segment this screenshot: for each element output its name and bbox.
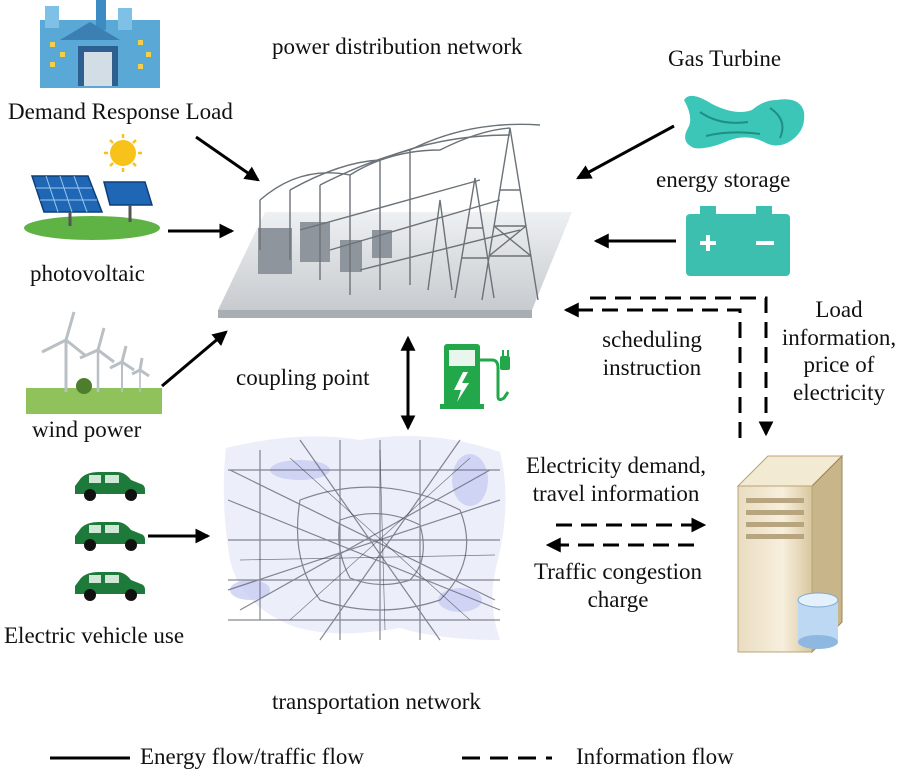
battery-icon [686,206,790,276]
scheduling-instruction-label: scheduling instruction [572,326,732,381]
load-information-label: Load information, price of electricity [766,296,912,406]
arrow-scheduling-instruction [563,302,742,438]
transportation-network-label: transportation network [272,689,481,714]
photovoltaic-label: photovoltaic [30,261,145,286]
server-icon [736,454,844,654]
ev-charger-icon [440,344,510,409]
power-grid-icon [218,123,572,318]
legend-solid-label: Energy flow/traffic flow [140,744,364,769]
congestion-charge-label: Traffic congestion charge [506,558,730,613]
energy-storage-label: energy storage [656,167,791,192]
power-distribution-network-label: power distribution network [272,34,523,59]
legend-dashed-label: Information flow [576,744,734,769]
coupling-point-label: coupling point [236,365,370,390]
wind-power-label: wind power [32,417,142,442]
solar-panel-icon [24,175,160,240]
gas-turbine-label: Gas Turbine [668,46,782,71]
gas-turbine-icon [684,95,805,149]
load-information-line4: electricity [793,379,885,405]
demand-response-load-label: Demand Response Load [8,99,233,124]
factory-icon [40,0,160,88]
sun-icon [104,134,142,172]
scheduling-instruction-line2: instruction [602,354,702,380]
scheduling-instruction-line1: scheduling [602,327,702,352]
congestion-charge-line2: charge [587,586,649,612]
arrow-load-information [590,296,774,437]
load-information-line1: Load [815,297,863,322]
load-information-line3: price of [803,352,875,378]
wind-turbine-icon [26,311,162,414]
electricity-demand-label: Electricity demand, travel information [496,452,736,507]
load-information-line2: information, [781,324,897,350]
electricity-demand-line2: travel information [532,480,700,506]
arrow-wind-to-grid [161,330,228,388]
electric-vehicle-use-label: Electric vehicle use [4,623,185,648]
arrow-turbine-to-grid [576,124,675,180]
congestion-charge-line1: Traffic congestion [533,559,702,584]
electricity-demand-line1: Electricity demand, [525,453,707,478]
car-icon [75,472,145,601]
arrow-demand-to-grid [195,135,260,182]
road-map-icon [223,436,506,641]
